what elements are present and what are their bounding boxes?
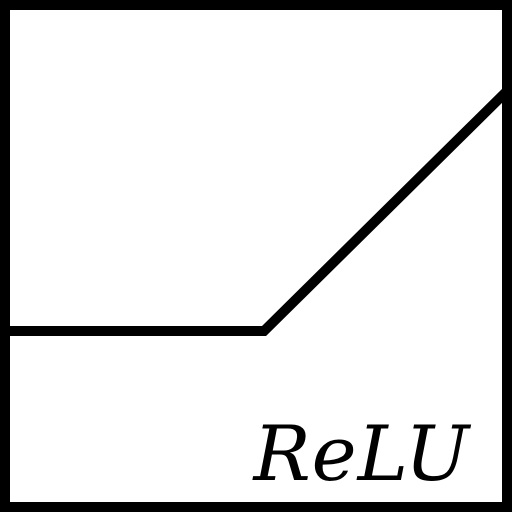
- relu-curve: [5, 87, 511, 336]
- figure-label: ReLU: [251, 409, 472, 498]
